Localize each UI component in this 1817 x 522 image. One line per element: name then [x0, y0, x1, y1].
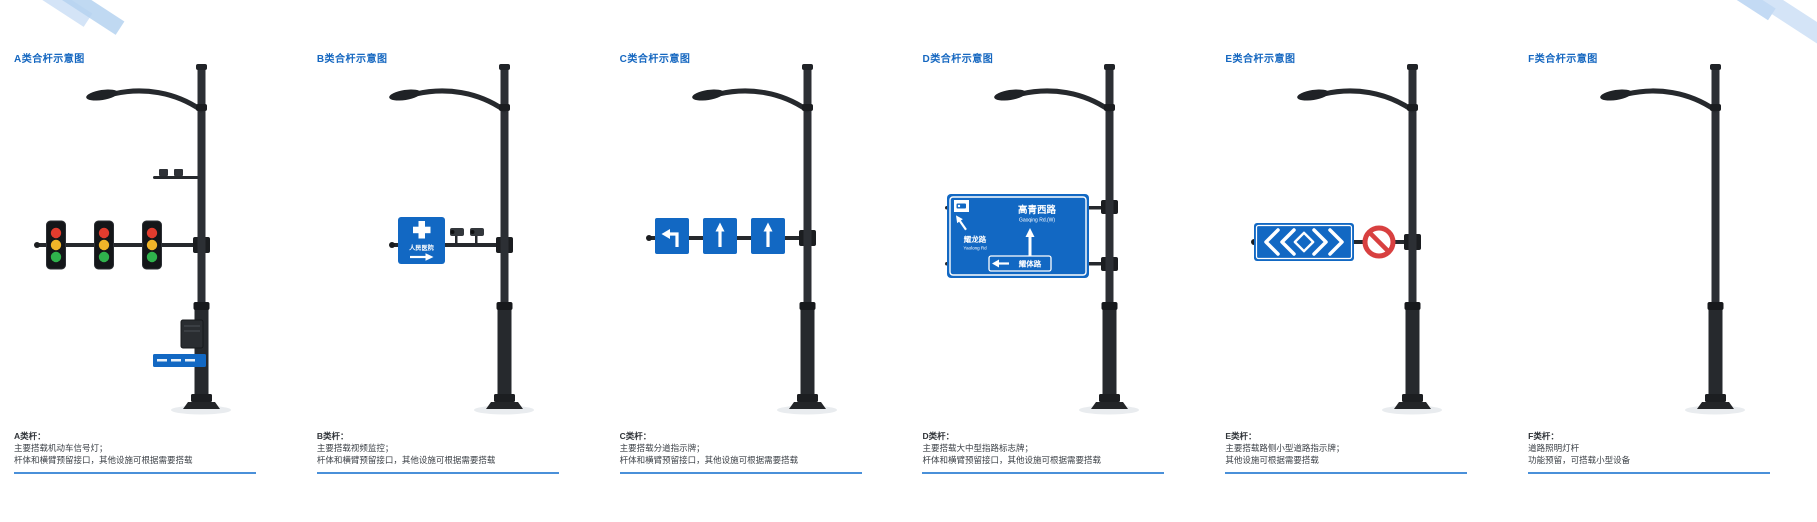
desc-underline	[922, 472, 1165, 474]
traffic-signal-head	[46, 220, 66, 270]
desc-underline	[619, 472, 862, 474]
desc-line2: 杆体和横臂预留接口，其他设施可根据需要搭载	[619, 455, 799, 465]
desc-line2: 杆体和横臂预留接口，其他设施可根据需要搭载	[316, 455, 496, 465]
camera-badge-icon	[954, 200, 970, 212]
desc-label: E类杆：	[1225, 431, 1257, 441]
road-name-left: 耀龙路	[964, 234, 987, 244]
control-box	[180, 319, 204, 349]
hospital-sign-text: 人民医院	[409, 244, 435, 252]
desc-line1: 主要搭载视频监控；	[316, 443, 394, 453]
panel-c: C类合杆示意图	[606, 0, 909, 522]
panel-title: A类合杆示意图	[14, 54, 85, 65]
up-left-arrow-icon	[956, 215, 968, 231]
panel-title: B类合杆示意图	[316, 54, 388, 65]
chevron-right-icon	[1328, 228, 1345, 256]
right-arrow-icon	[425, 253, 434, 261]
desc-label: A类杆：	[14, 431, 46, 441]
lane-sign-turn-left	[654, 218, 689, 254]
desc-line2: 杆体和横臂预留接口，其他设施可根据需要搭载	[922, 455, 1101, 465]
chevron-left-icon	[1264, 228, 1281, 256]
chevron-alignment-sign	[1254, 223, 1355, 261]
panel-d: D类合杆示意图 高青西路 Gaoqing Rd.(W)	[908, 0, 1211, 522]
hospital-sign: 人民医院	[397, 217, 445, 264]
panel-description: A类杆： 主要搭载机动车信号灯； 杆体和横臂预留接口，其他设施可根据需要搭载	[14, 430, 284, 474]
pole-illustration-f	[1515, 58, 1815, 418]
desc-label: F类杆：	[1528, 431, 1559, 441]
panel-description: E类杆： 主要搭载路侧小型道路指示牌； 其他设施可根据需要搭载	[1225, 430, 1495, 474]
desc-underline	[14, 472, 256, 474]
left-arrow-icon	[992, 259, 1000, 268]
desc-line2: 其他设施可根据需要搭载	[1225, 455, 1319, 465]
no-entry-sign	[1362, 225, 1396, 259]
desc-line1: 主要搭载分道指示牌；	[619, 443, 705, 453]
panel-title: F类合杆示意图	[1528, 54, 1598, 65]
panel-description: C类杆： 主要搭载分道指示牌； 杆体和横臂预留接口，其他设施可根据需要搭载	[619, 430, 890, 474]
up-arrow-icon	[763, 222, 773, 232]
traffic-signal-head	[94, 220, 114, 270]
panel-e: E类合杆示意图 E类杆： 主要搭	[1211, 0, 1514, 522]
desc-underline	[1528, 472, 1771, 474]
road-name-bottom: 耀体路	[1019, 259, 1042, 269]
camera-icon	[449, 228, 464, 243]
camera-icon	[469, 228, 484, 243]
small-bracket	[153, 169, 203, 179]
street-name-sign	[153, 354, 206, 367]
turn-left-arrow-icon	[661, 229, 670, 239]
desc-label: D类杆：	[922, 431, 955, 441]
pole-illustration-c	[645, 58, 907, 418]
pole-illustration-e	[1251, 58, 1512, 418]
desc-line1: 道路照明灯杆	[1528, 443, 1580, 453]
desc-line2: 功能预留，可搭载小型设备	[1528, 455, 1631, 465]
road-name-left-en: Yaolong Rd	[964, 246, 988, 251]
desc-underline	[1225, 472, 1468, 474]
pole-illustration-a	[34, 58, 301, 418]
panel-a: A类合杆示意图	[0, 0, 303, 522]
desc-label: C类杆：	[619, 431, 652, 441]
panel-title: E类合杆示意图	[1225, 54, 1296, 65]
panel-description: D类杆： 主要搭载大中型指路标志牌； 杆体和横臂预留接口，其他设施可根据需要搭载	[922, 430, 1192, 474]
chevron-left-icon	[1280, 228, 1297, 256]
panel-b: B类合杆示意图 人民医院	[303, 0, 606, 522]
up-arrow-icon	[715, 222, 725, 232]
guide-sign: 高青西路 Gaoqing Rd.(W) 耀龙路 Yaolong Rd 耀体路	[947, 194, 1090, 278]
traffic-signal-head	[142, 220, 162, 270]
panel-description: B类杆： 主要搭载视频监控； 杆体和横臂预留接口，其他设施可根据需要搭载	[316, 430, 587, 474]
lane-sign-straight	[702, 218, 737, 254]
panel-title: C类合杆示意图	[619, 54, 691, 65]
road-name-top-en: Gaoqing Rd.(W)	[1019, 218, 1055, 224]
desc-line1: 主要搭载机动车信号灯；	[14, 443, 108, 453]
panel-description: F类杆： 道路照明灯杆 功能预留，可搭载小型设备	[1528, 430, 1798, 474]
pole	[1600, 64, 1746, 415]
panel-title: D类合杆示意图	[922, 54, 994, 65]
pole-illustration-d: 高青西路 Gaoqing Rd.(W) 耀龙路 Yaolong Rd 耀体路	[945, 58, 1209, 418]
chevron-right-icon	[1312, 228, 1329, 256]
lane-sign-straight	[750, 218, 785, 254]
up-arrow-icon	[1025, 228, 1035, 237]
desc-line2: 杆体和横臂预留接口，其他设施可根据需要搭载	[14, 455, 193, 465]
panel-f: F类合杆示意图 F类杆： 道路照明灯杆 功能预留，可搭载小型设备	[1514, 0, 1817, 522]
desc-underline	[316, 472, 559, 474]
desc-label: B类杆：	[316, 431, 349, 441]
diamond-icon	[1293, 231, 1315, 253]
pole-illustration-b: 人民医院	[304, 58, 604, 418]
desc-line1: 主要搭载大中型指路标志牌；	[922, 443, 1033, 453]
road-name-top: 高青西路	[1018, 204, 1057, 216]
desc-line1: 主要搭载路侧小型道路指示牌；	[1225, 443, 1345, 453]
